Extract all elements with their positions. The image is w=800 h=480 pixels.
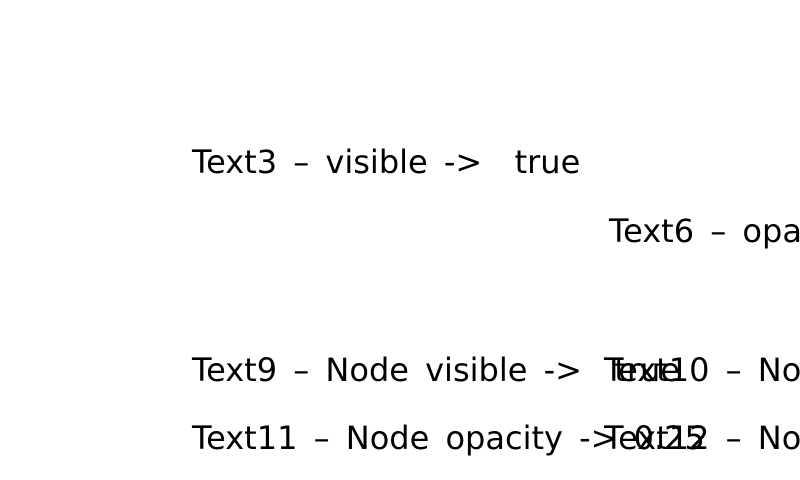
text-node-text6[interactable]: Text6 – opacity -> 0.5 xyxy=(609,212,800,250)
text-node-text12[interactable]: Text12 – Node opacity -> 1.0 xyxy=(604,419,800,457)
text-node-text11[interactable]: Text11 – Node opacity -> 0.25 xyxy=(192,419,705,457)
text-node-text10[interactable]: Text10 – Node visible -> false xyxy=(604,351,800,389)
text-node-text3[interactable]: Text3 – visible -> true xyxy=(192,143,581,181)
text-node-text9[interactable]: Text9 – Node visible -> true xyxy=(192,351,680,389)
